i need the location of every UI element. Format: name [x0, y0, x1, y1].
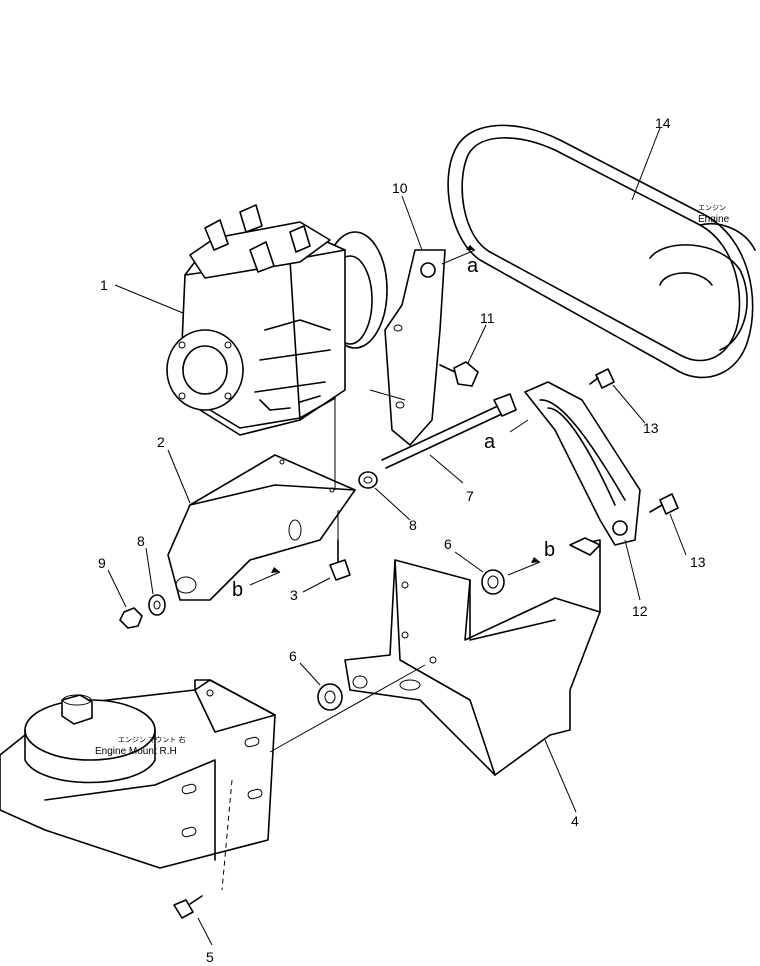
leader-14 [631, 127, 661, 201]
leader-13a [612, 384, 646, 424]
leader-3 [302, 577, 331, 593]
adjuster-bracket [524, 381, 641, 546]
leader-4 [544, 739, 577, 813]
align-line-3 [269, 664, 426, 753]
leader-a2 [509, 419, 529, 433]
callout-3: 3 [290, 587, 298, 603]
callout-6a: 6 [444, 536, 452, 552]
mount-label-en: Engine Mount R.H [95, 746, 177, 757]
upper-bracket [384, 249, 446, 446]
leader-12 [624, 539, 641, 601]
nut-9 [119, 607, 143, 629]
callout-9: 9 [98, 555, 106, 571]
washer-8-upper-hole [363, 476, 373, 484]
callout-8a: 8 [409, 517, 417, 533]
callout-13b: 13 [690, 554, 706, 570]
engine-label-en: Engine [698, 214, 730, 225]
callout-13a: 13 [643, 420, 659, 436]
callout-11: 11 [480, 310, 495, 326]
bolt-11 [439, 361, 479, 387]
long-bolt-7 [381, 393, 517, 469]
bushing-6-upper [481, 569, 505, 595]
leader-13b [669, 513, 687, 556]
engine-label-jp: エンジン [698, 204, 726, 212]
washer-8-lower [148, 594, 166, 616]
leader-11 [467, 324, 487, 364]
leader-b1 [249, 571, 281, 586]
v-belt [447, 124, 756, 379]
align-line-4 [369, 389, 406, 401]
callout-2: 2 [157, 434, 165, 450]
leader-1 [114, 284, 184, 314]
dash-line-5 [221, 779, 233, 891]
callout-10: 10 [392, 180, 408, 196]
mount-label-jp: エンジン マウント 右 [118, 735, 185, 744]
ref-b-right: b [544, 539, 555, 561]
leader-7 [429, 454, 464, 484]
bolt-13-lower [649, 493, 679, 515]
leader-8a [374, 487, 411, 521]
callout-6b: 6 [289, 648, 297, 664]
engine-pulley [649, 244, 748, 351]
leader-b2 [507, 561, 541, 576]
bolt-3 [329, 539, 351, 581]
callout-12: 12 [632, 603, 648, 619]
engine-mount [0, 679, 276, 869]
leader-10 [401, 195, 423, 251]
washer-8-upper [358, 471, 378, 489]
leader-6b [299, 662, 321, 686]
ref-b-left: b [232, 579, 243, 601]
bolt-13-upper [589, 368, 615, 389]
leader-6a [454, 551, 484, 573]
main-bracket [344, 537, 601, 776]
callout-8b: 8 [137, 533, 145, 549]
callout-7: 7 [466, 488, 474, 504]
ref-a-upper: a [467, 255, 479, 277]
arrow-b1 [271, 567, 280, 573]
callout-1: 1 [100, 277, 108, 293]
callout-4: 4 [571, 813, 579, 829]
ref-a-lower: a [484, 431, 496, 453]
bolt-5 [173, 895, 203, 919]
leader-2 [167, 449, 191, 504]
bushing-6-lower [317, 683, 343, 711]
compressor [166, 204, 388, 436]
leader-5 [197, 917, 213, 946]
compressor-bracket [167, 454, 356, 601]
arrow-b2 [531, 557, 540, 563]
leader-8b [145, 547, 154, 595]
leader-9 [107, 569, 127, 608]
callout-5: 5 [206, 949, 214, 965]
washer-8-lower-hole [153, 600, 161, 610]
arrow-a1 [466, 245, 475, 250]
callout-14: 14 [655, 115, 671, 131]
leader-a1 [441, 249, 476, 265]
